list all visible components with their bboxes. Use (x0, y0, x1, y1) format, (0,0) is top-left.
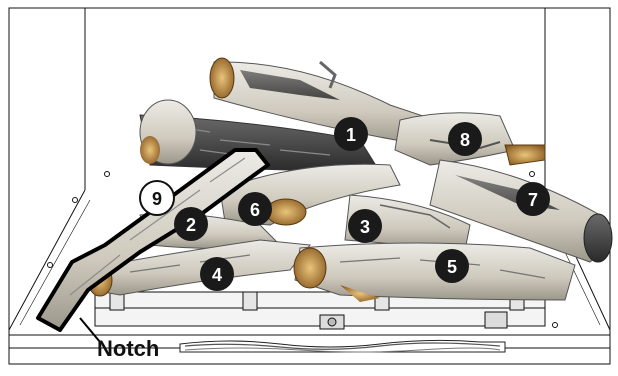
callout-log-9-text: 9 (152, 189, 162, 209)
log-5 (294, 243, 575, 302)
callout-log-6-text: 6 (250, 200, 260, 220)
notch-label: Notch (97, 336, 159, 361)
callout-log-9: 9 (140, 181, 174, 215)
callout-log-1: 1 (334, 117, 368, 151)
callout-log-6: 6 (238, 192, 272, 226)
callout-log-2: 2 (174, 207, 208, 241)
callout-log-5-text: 5 (447, 257, 457, 277)
callout-log-8-text: 8 (460, 130, 470, 150)
callout-log-7: 7 (516, 182, 550, 216)
callout-log-1-text: 1 (346, 125, 356, 145)
callout-log-7-text: 7 (528, 190, 538, 210)
callout-log-8: 8 (448, 122, 482, 156)
callout-log-4-text: 4 (212, 265, 222, 285)
ember-strip (180, 340, 505, 352)
callout-log-4: 4 (200, 257, 234, 291)
callout-log-3: 3 (348, 209, 382, 243)
callout-log-2-text: 2 (186, 215, 196, 235)
callout-log-5: 5 (435, 249, 469, 283)
callout-log-3-text: 3 (360, 217, 370, 237)
